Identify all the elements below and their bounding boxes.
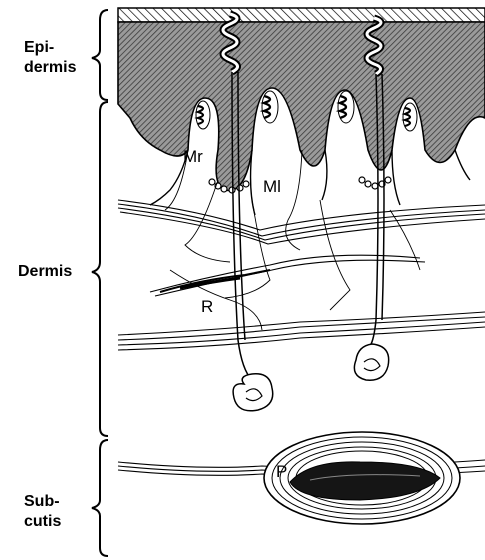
label-pacinian: P: [276, 462, 287, 481]
pacinian-corpuscle: [264, 432, 460, 524]
label-meissner-l: Ml: [263, 177, 281, 196]
brace-dermis: [92, 102, 108, 436]
layer-braces: [92, 10, 108, 556]
stratum-corneum: [118, 8, 485, 22]
ruffini-ending: [160, 270, 270, 292]
epidermis-layer: [118, 8, 485, 215]
follicle-bulb-right: [354, 344, 388, 380]
follicle-bulb-left: [233, 374, 273, 411]
brace-epidermis: [92, 10, 108, 100]
dermal-fibers: [118, 200, 485, 476]
label-ruffini: R: [201, 297, 213, 316]
brace-subcutis: [92, 440, 108, 556]
label-meissner-r: Mr: [183, 147, 203, 166]
